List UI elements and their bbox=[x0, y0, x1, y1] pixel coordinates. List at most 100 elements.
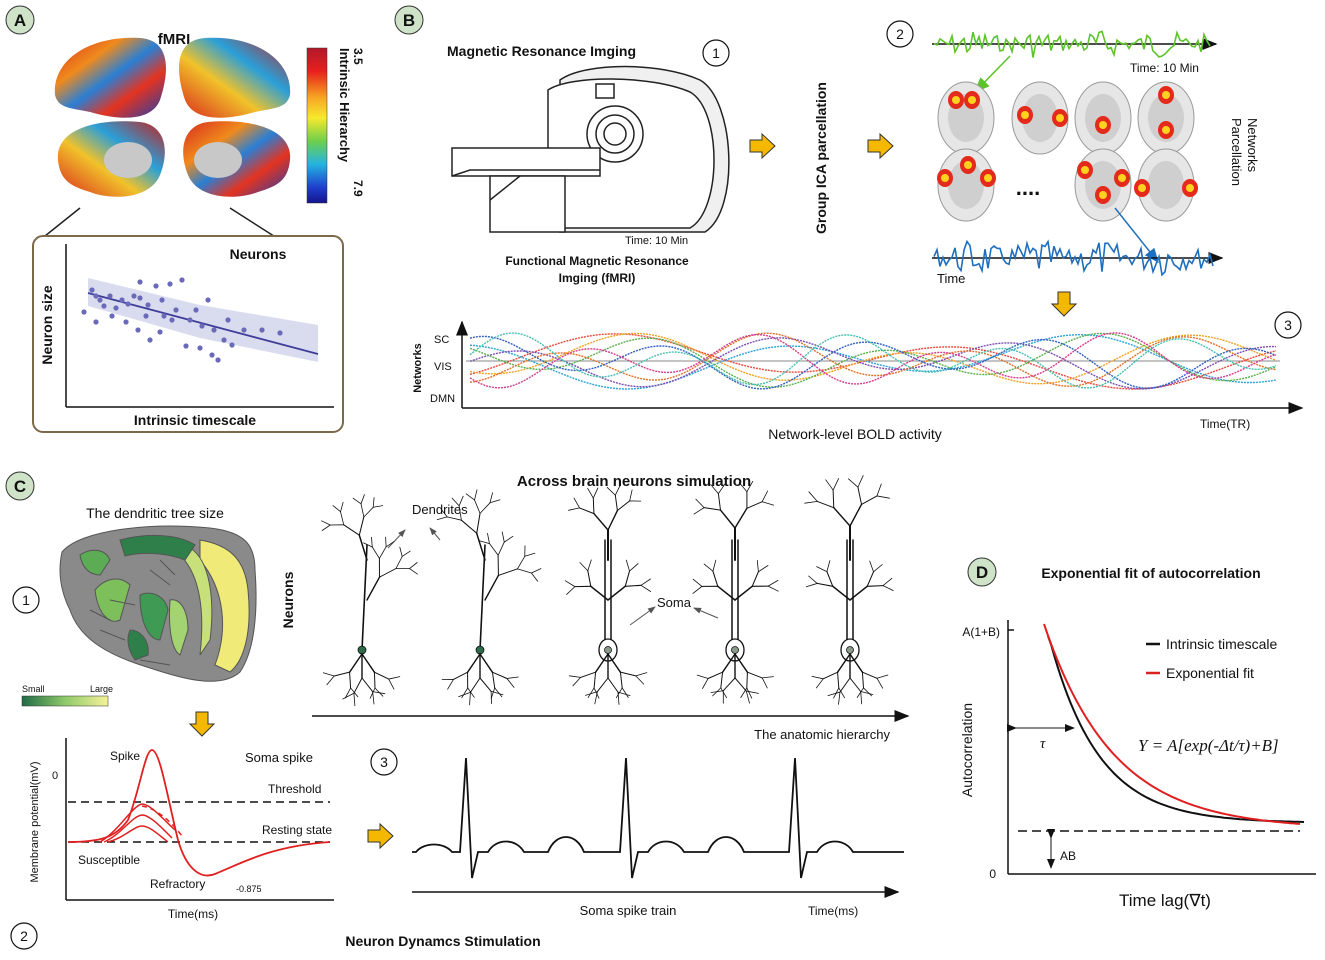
colorbar-title: Intrinsic Hierarchy bbox=[337, 48, 352, 163]
dendrite-branch bbox=[746, 687, 753, 699]
dendrite-branch bbox=[451, 497, 460, 507]
dendrite-branch bbox=[490, 690, 504, 696]
dendrite-branch bbox=[579, 562, 589, 572]
dendrite-branch bbox=[458, 495, 464, 507]
dendrite-branch bbox=[856, 687, 864, 698]
dendrite-branch bbox=[719, 509, 736, 529]
scatter-point bbox=[123, 319, 129, 325]
dendrite-branch bbox=[832, 489, 835, 509]
spike-label: Spike bbox=[110, 749, 140, 763]
dendrite-branch bbox=[596, 677, 609, 693]
activation-core bbox=[952, 96, 960, 104]
dendrite-branch bbox=[458, 691, 471, 697]
dendrite-branch bbox=[614, 484, 621, 496]
dendrite-branch bbox=[409, 562, 418, 569]
dendrite-branch bbox=[497, 568, 518, 576]
dendrite-branch bbox=[635, 675, 645, 685]
dots-label: .... bbox=[1016, 175, 1040, 200]
bold-vis: VIS bbox=[434, 361, 452, 373]
dendrite-branch bbox=[363, 506, 374, 518]
dendrite-branch bbox=[619, 671, 623, 689]
dendrite-branch bbox=[617, 691, 631, 696]
dendrite-branch bbox=[761, 490, 768, 503]
step3-c-circle bbox=[370, 748, 398, 776]
dendrite-branch bbox=[703, 563, 714, 572]
dendrite-branch bbox=[710, 484, 719, 495]
panel-c: C Across brain neurons simulation The de… bbox=[5, 471, 910, 950]
bold-curves bbox=[469, 332, 1277, 390]
scale-large: Large bbox=[90, 684, 113, 694]
bold-curve bbox=[469, 333, 1277, 390]
scatter-point bbox=[211, 327, 217, 333]
dendrite-branch bbox=[385, 536, 387, 548]
dendrite-branch bbox=[358, 534, 368, 561]
soma-spike-label: Soma spike bbox=[245, 750, 313, 765]
exponential-fit-curve bbox=[1043, 623, 1301, 825]
scatter-point bbox=[161, 313, 167, 319]
dendrite-branch bbox=[530, 568, 542, 574]
scatter-point bbox=[221, 337, 227, 343]
dendrite-branch bbox=[761, 501, 774, 506]
brain-left-medial-core bbox=[104, 142, 152, 178]
scale-small: Small bbox=[22, 684, 45, 694]
dendrite-branch bbox=[321, 520, 331, 526]
dendrite-branch bbox=[524, 552, 536, 557]
d-ylabel: Autocorrelation bbox=[959, 703, 975, 797]
dendrite-branch bbox=[587, 570, 592, 587]
dendrite-branch bbox=[720, 671, 724, 689]
dendrite-branch bbox=[360, 503, 365, 518]
dendrite-branch bbox=[491, 671, 508, 679]
networks-parcellation-2: Parcellation bbox=[1229, 118, 1244, 186]
dendrite-branch bbox=[804, 500, 818, 504]
activation-core bbox=[1162, 91, 1170, 99]
sub-threshold-dashed bbox=[141, 805, 183, 837]
dendrite-branch bbox=[593, 687, 600, 699]
soma-pointer-1 bbox=[629, 606, 656, 626]
dendrite-branch bbox=[808, 575, 818, 584]
scatter-point bbox=[107, 293, 113, 299]
dendrite-branch bbox=[811, 676, 824, 680]
brain-slice-inner bbox=[1148, 161, 1184, 209]
dendrite-branch bbox=[827, 691, 841, 696]
dendrite-branch bbox=[564, 580, 576, 588]
dendrite-branch bbox=[517, 555, 526, 570]
badge-c-label: C bbox=[14, 477, 26, 496]
sub-threshold-curve-1 bbox=[99, 803, 176, 843]
dendrite-branch bbox=[372, 497, 375, 508]
dendrite-branch bbox=[617, 691, 620, 705]
dendrite-branch bbox=[738, 482, 748, 493]
dendrite-branch bbox=[572, 677, 582, 687]
badge-a bbox=[5, 5, 35, 35]
dendrite-branch bbox=[321, 524, 331, 531]
dendrite-branch bbox=[322, 672, 335, 677]
dendrite-branch bbox=[734, 677, 747, 692]
dendrite-branch bbox=[625, 559, 630, 572]
scatter-point bbox=[89, 287, 95, 293]
activation-core bbox=[1162, 126, 1170, 134]
dendrites-pointer-1 bbox=[387, 529, 406, 549]
dendrite-branch bbox=[695, 498, 705, 509]
dendrite-branch bbox=[826, 571, 834, 587]
scatter-point bbox=[93, 319, 99, 325]
dendrite-branch bbox=[619, 671, 637, 677]
dendrite-branch bbox=[745, 690, 759, 694]
dendrite-branch bbox=[640, 584, 651, 592]
scatter-point bbox=[241, 327, 247, 333]
soma-label: Soma bbox=[657, 595, 692, 610]
activation-core bbox=[984, 174, 992, 182]
dendrite-branch bbox=[860, 691, 874, 695]
dendritic-title: The dendritic tree size bbox=[86, 505, 224, 521]
dendrite-branch bbox=[860, 691, 862, 705]
dendrite-branch bbox=[734, 653, 749, 673]
step2-label: 2 bbox=[896, 26, 904, 42]
dendrite-branch bbox=[873, 564, 883, 573]
legend-label-fit: Exponential fit bbox=[1166, 665, 1254, 681]
dendrite-branch bbox=[838, 687, 845, 699]
dendrite-branch bbox=[822, 671, 839, 680]
scatter-point bbox=[225, 317, 231, 323]
scatter-point bbox=[179, 277, 185, 283]
step1-circle bbox=[702, 39, 730, 67]
d-y-zero: 0 bbox=[989, 867, 996, 881]
dendrite-branch bbox=[702, 678, 709, 689]
brain-surfaces bbox=[54, 37, 291, 197]
